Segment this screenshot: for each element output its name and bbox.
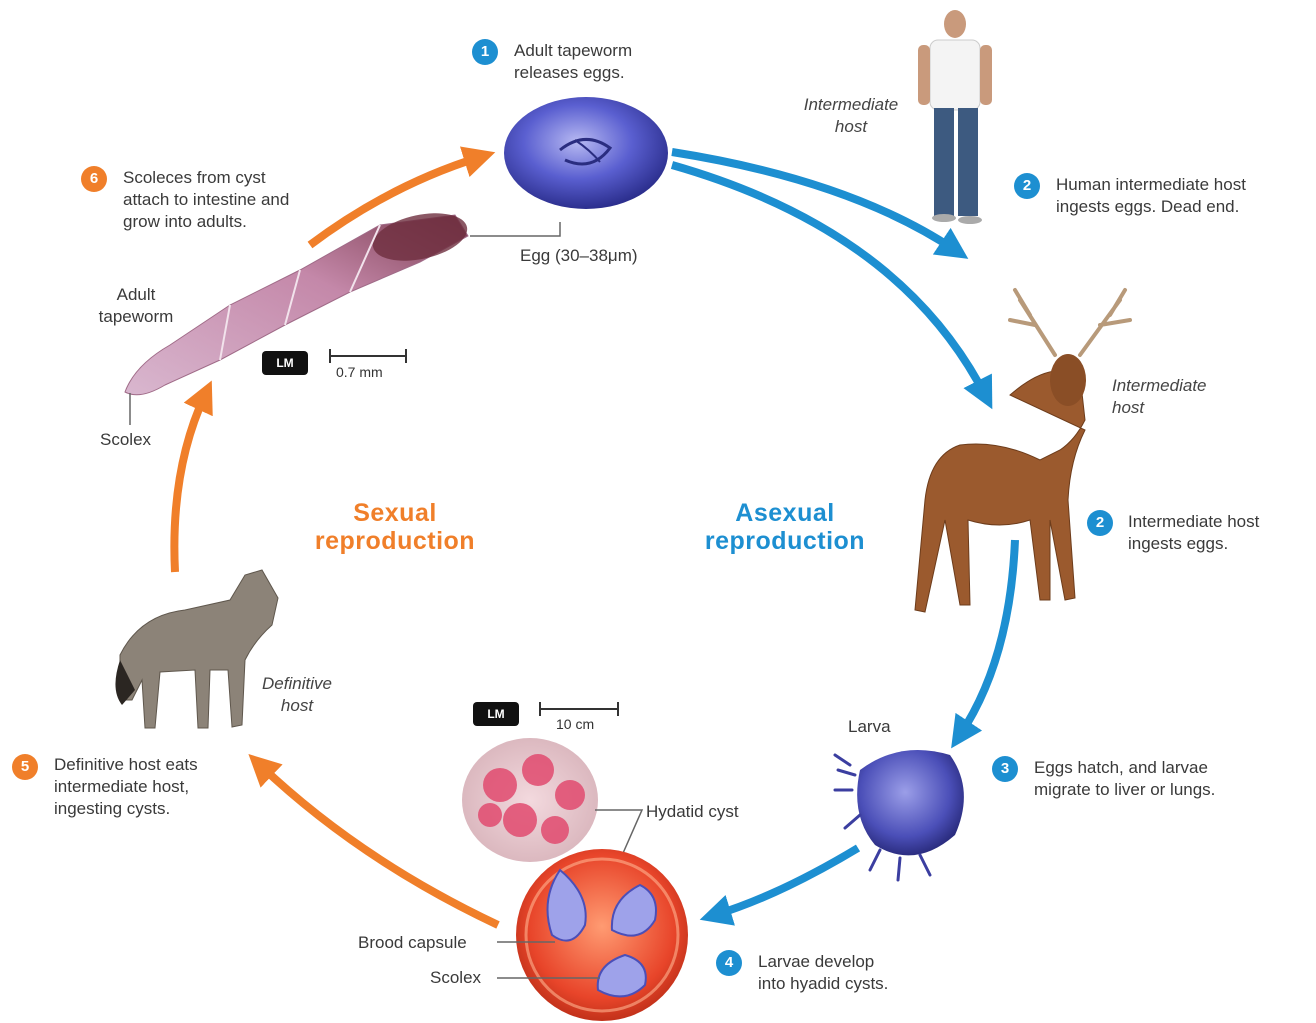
scolex-top-label: Scolex [100,429,151,451]
step-number-5: 5 [12,754,38,780]
scale-text-2: 10 cm [556,716,594,732]
brood-capsule-label: Brood capsule [358,932,467,954]
scale-bar-1 [330,349,406,363]
step-number-6: 6 [81,166,107,192]
step-number-2-deer: 2 [1087,510,1113,536]
deer-host-label: Intermediate host [1112,375,1242,419]
step-text-2-deer: Intermediate host ingests eggs. [1128,511,1259,555]
lm-badge-2: LM [473,702,519,726]
step-number-2-human: 2 [1014,173,1040,199]
step-number-1: 1 [472,39,498,65]
human-host-label: Intermediate host [786,94,916,138]
adult-tapeworm-label: Adult tapeworm [86,284,186,328]
lm-badge-1: LM [262,351,308,375]
larva-label: Larva [848,716,891,738]
step-text-3: Eggs hatch, and larvae migrate to liver … [1034,757,1215,801]
wolf-host-label: Definitive host [232,673,362,717]
human-figure-illustration [918,10,992,224]
sexual-reproduction-label: Sexual reproduction [290,499,500,555]
egg-illustration [504,97,668,209]
egg-label: Egg (30–38μm) [520,245,638,267]
step-text-2-human: Human intermediate host ingests eggs. De… [1056,174,1246,218]
scale-text-1: 0.7 mm [336,364,383,380]
step-text-5: Definitive host eats intermediate host, … [54,754,198,820]
arrow-cyst-to-wolf [260,765,498,925]
hydatid-cyst-illustration [516,849,688,1021]
scolex-bottom-label: Scolex [430,967,481,989]
step-text-4: Larvae develop into hyadid cysts. [758,951,888,995]
arrow-wolf-to-adult [174,395,205,572]
arrow-larva-to-cyst [715,848,858,915]
hydatid-histology-illustration [462,738,598,862]
step-number-4: 4 [716,950,742,976]
asexual-reproduction-label: Asexual reproduction [680,499,890,555]
hydatid-cyst-label: Hydatid cyst [646,801,739,823]
egg-pointer-line [470,222,560,236]
step-number-3: 3 [992,756,1018,782]
larva-illustration [835,750,964,880]
arrow-egg-to-human [672,152,955,250]
step-text-6: Scoleces from cyst attach to intestine a… [123,167,289,233]
scale-bar-2 [540,702,618,716]
step-text-1: Adult tapeworm releases eggs. [514,40,632,84]
